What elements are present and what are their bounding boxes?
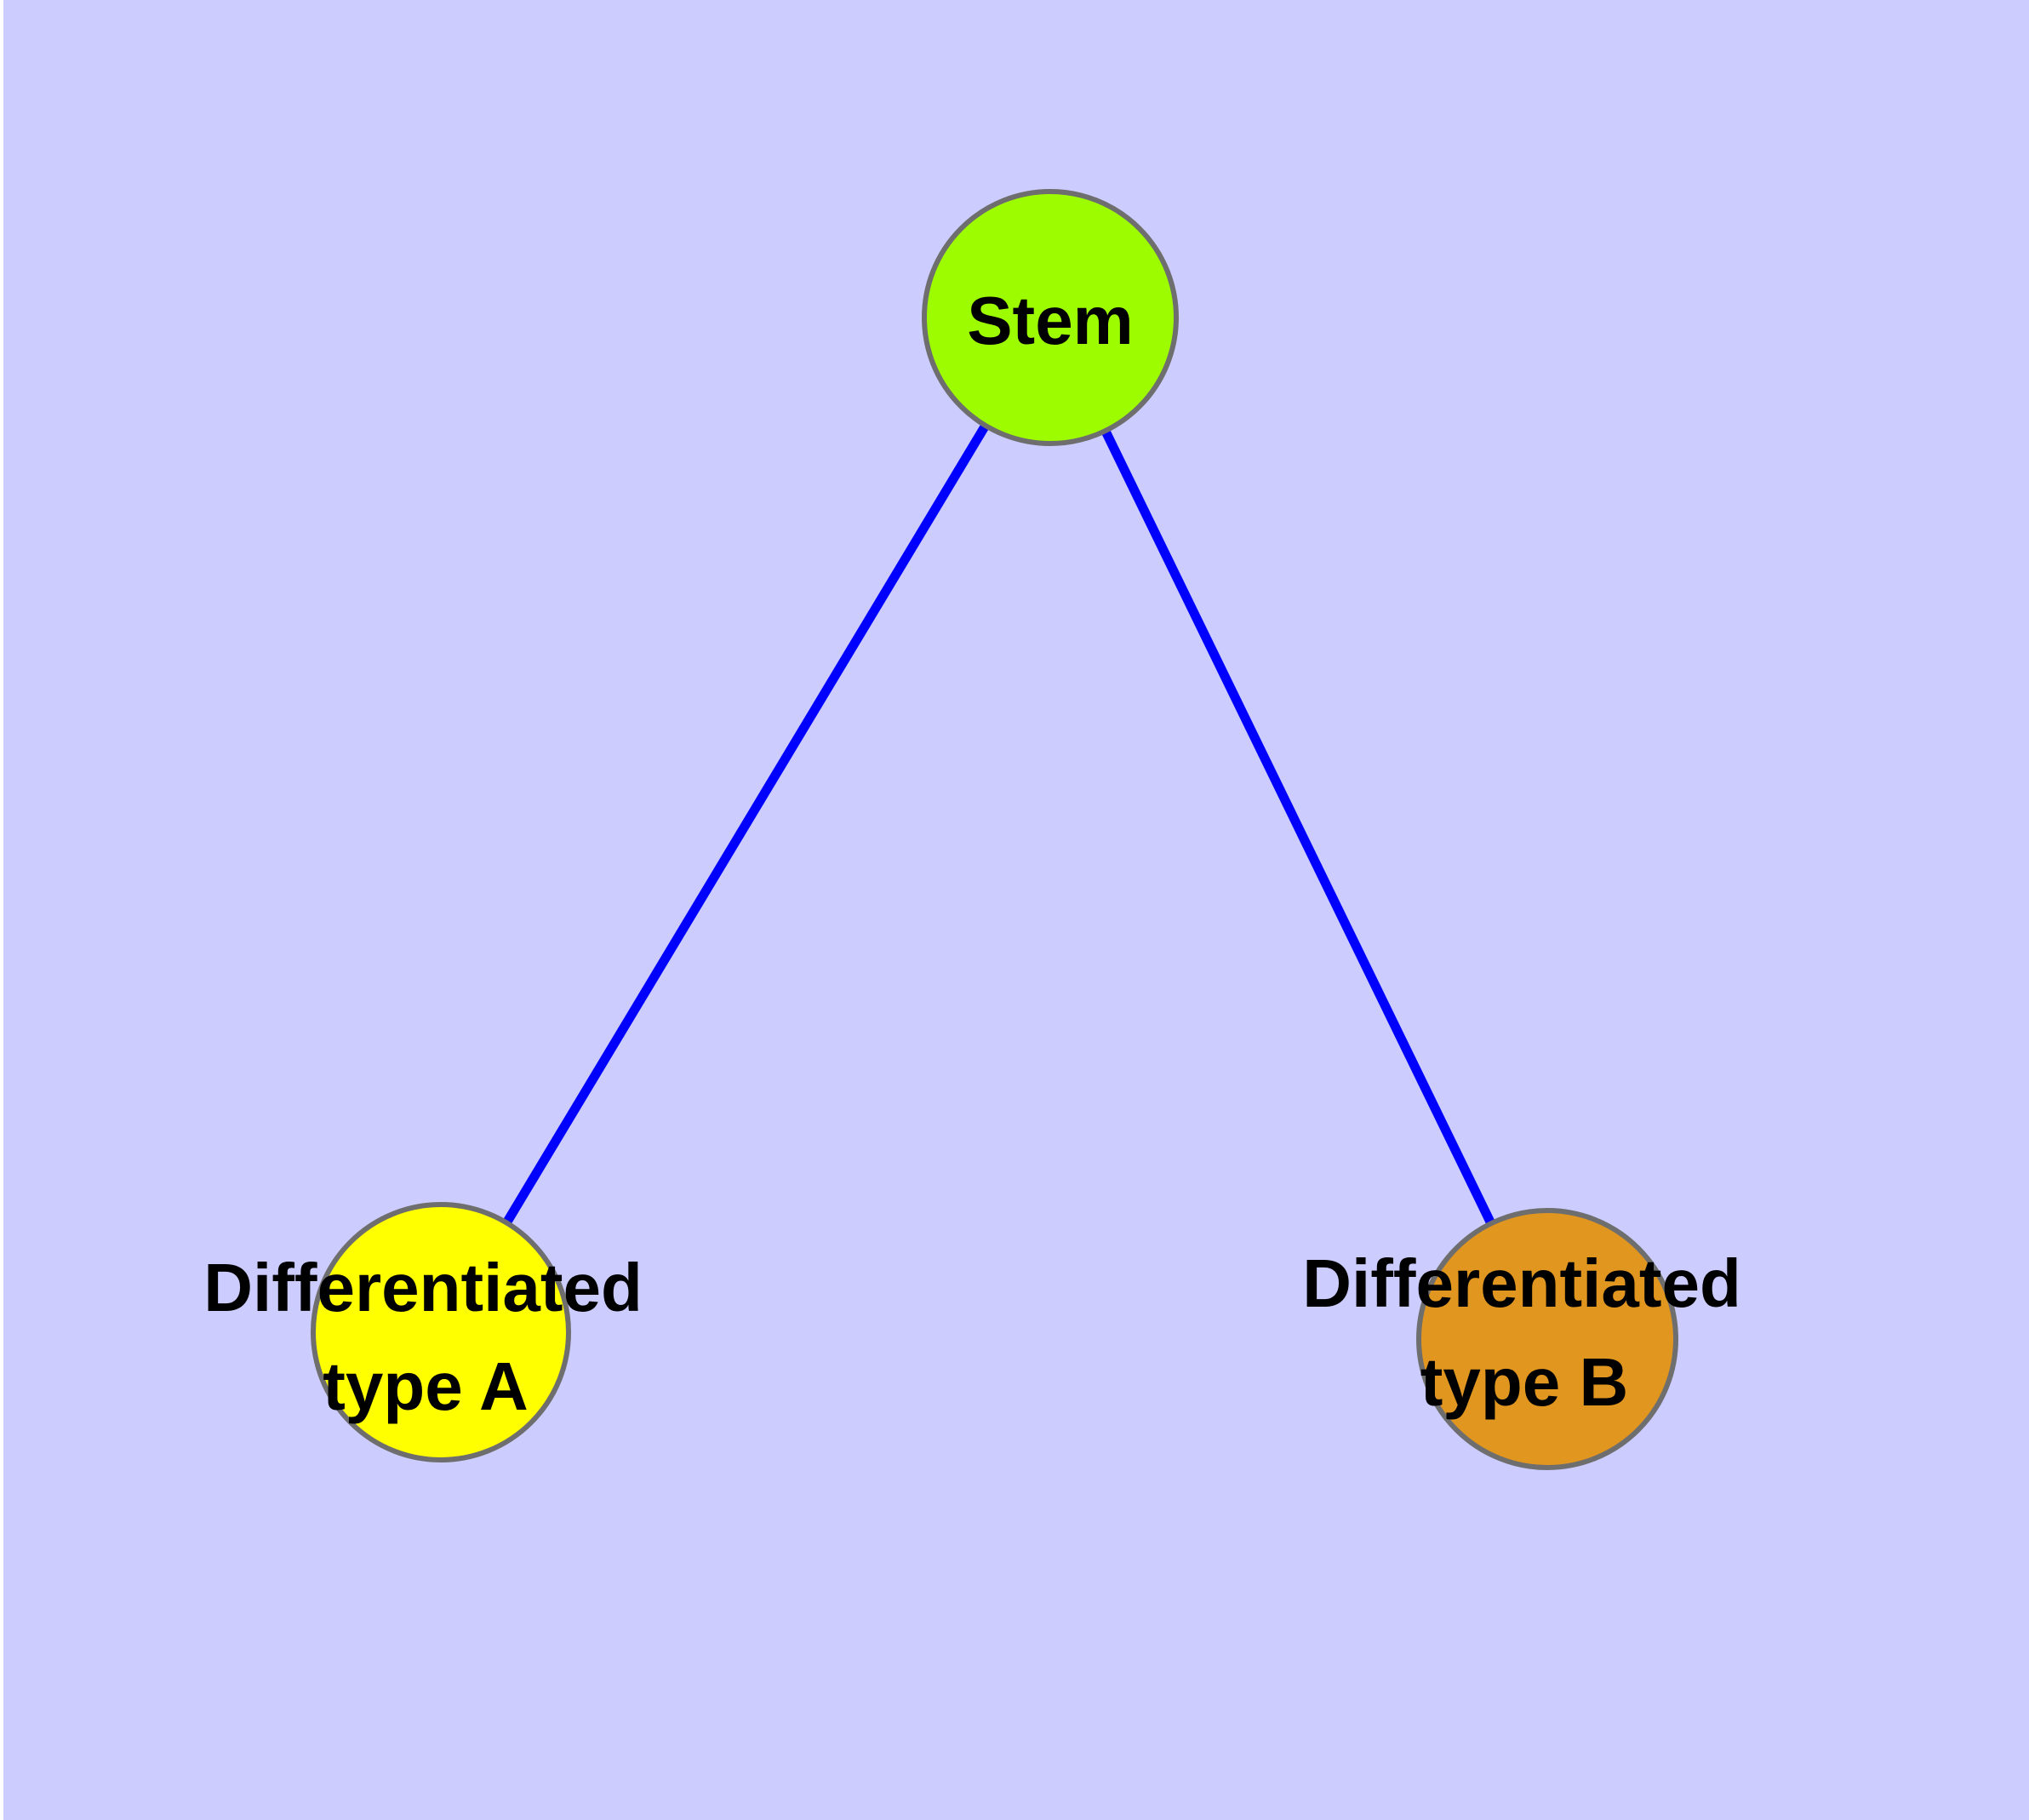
node-label-differentiated-a-line2: type A [323,1348,529,1424]
node-differentiated-type-a[interactable] [311,1202,571,1462]
node-label-differentiated-b-line1: Differentiated [1302,1245,1741,1321]
label-layer: Stem Differentiated type A Differentiate… [203,283,1741,1424]
node-layer [311,189,1678,1470]
edge-layer [499,417,1499,1232]
node-label-differentiated-b-line2: type B [1420,1344,1629,1420]
node-label-stem: Stem [967,283,1134,358]
node-stem[interactable] [922,189,1179,446]
node-label-differentiated-a-line1: Differentiated [203,1250,643,1325]
edge-stem-to-differentiated-b[interactable] [1098,422,1499,1232]
edge-stem-to-differentiated-a[interactable] [499,417,993,1232]
node-differentiated-type-b[interactable] [1416,1208,1678,1470]
